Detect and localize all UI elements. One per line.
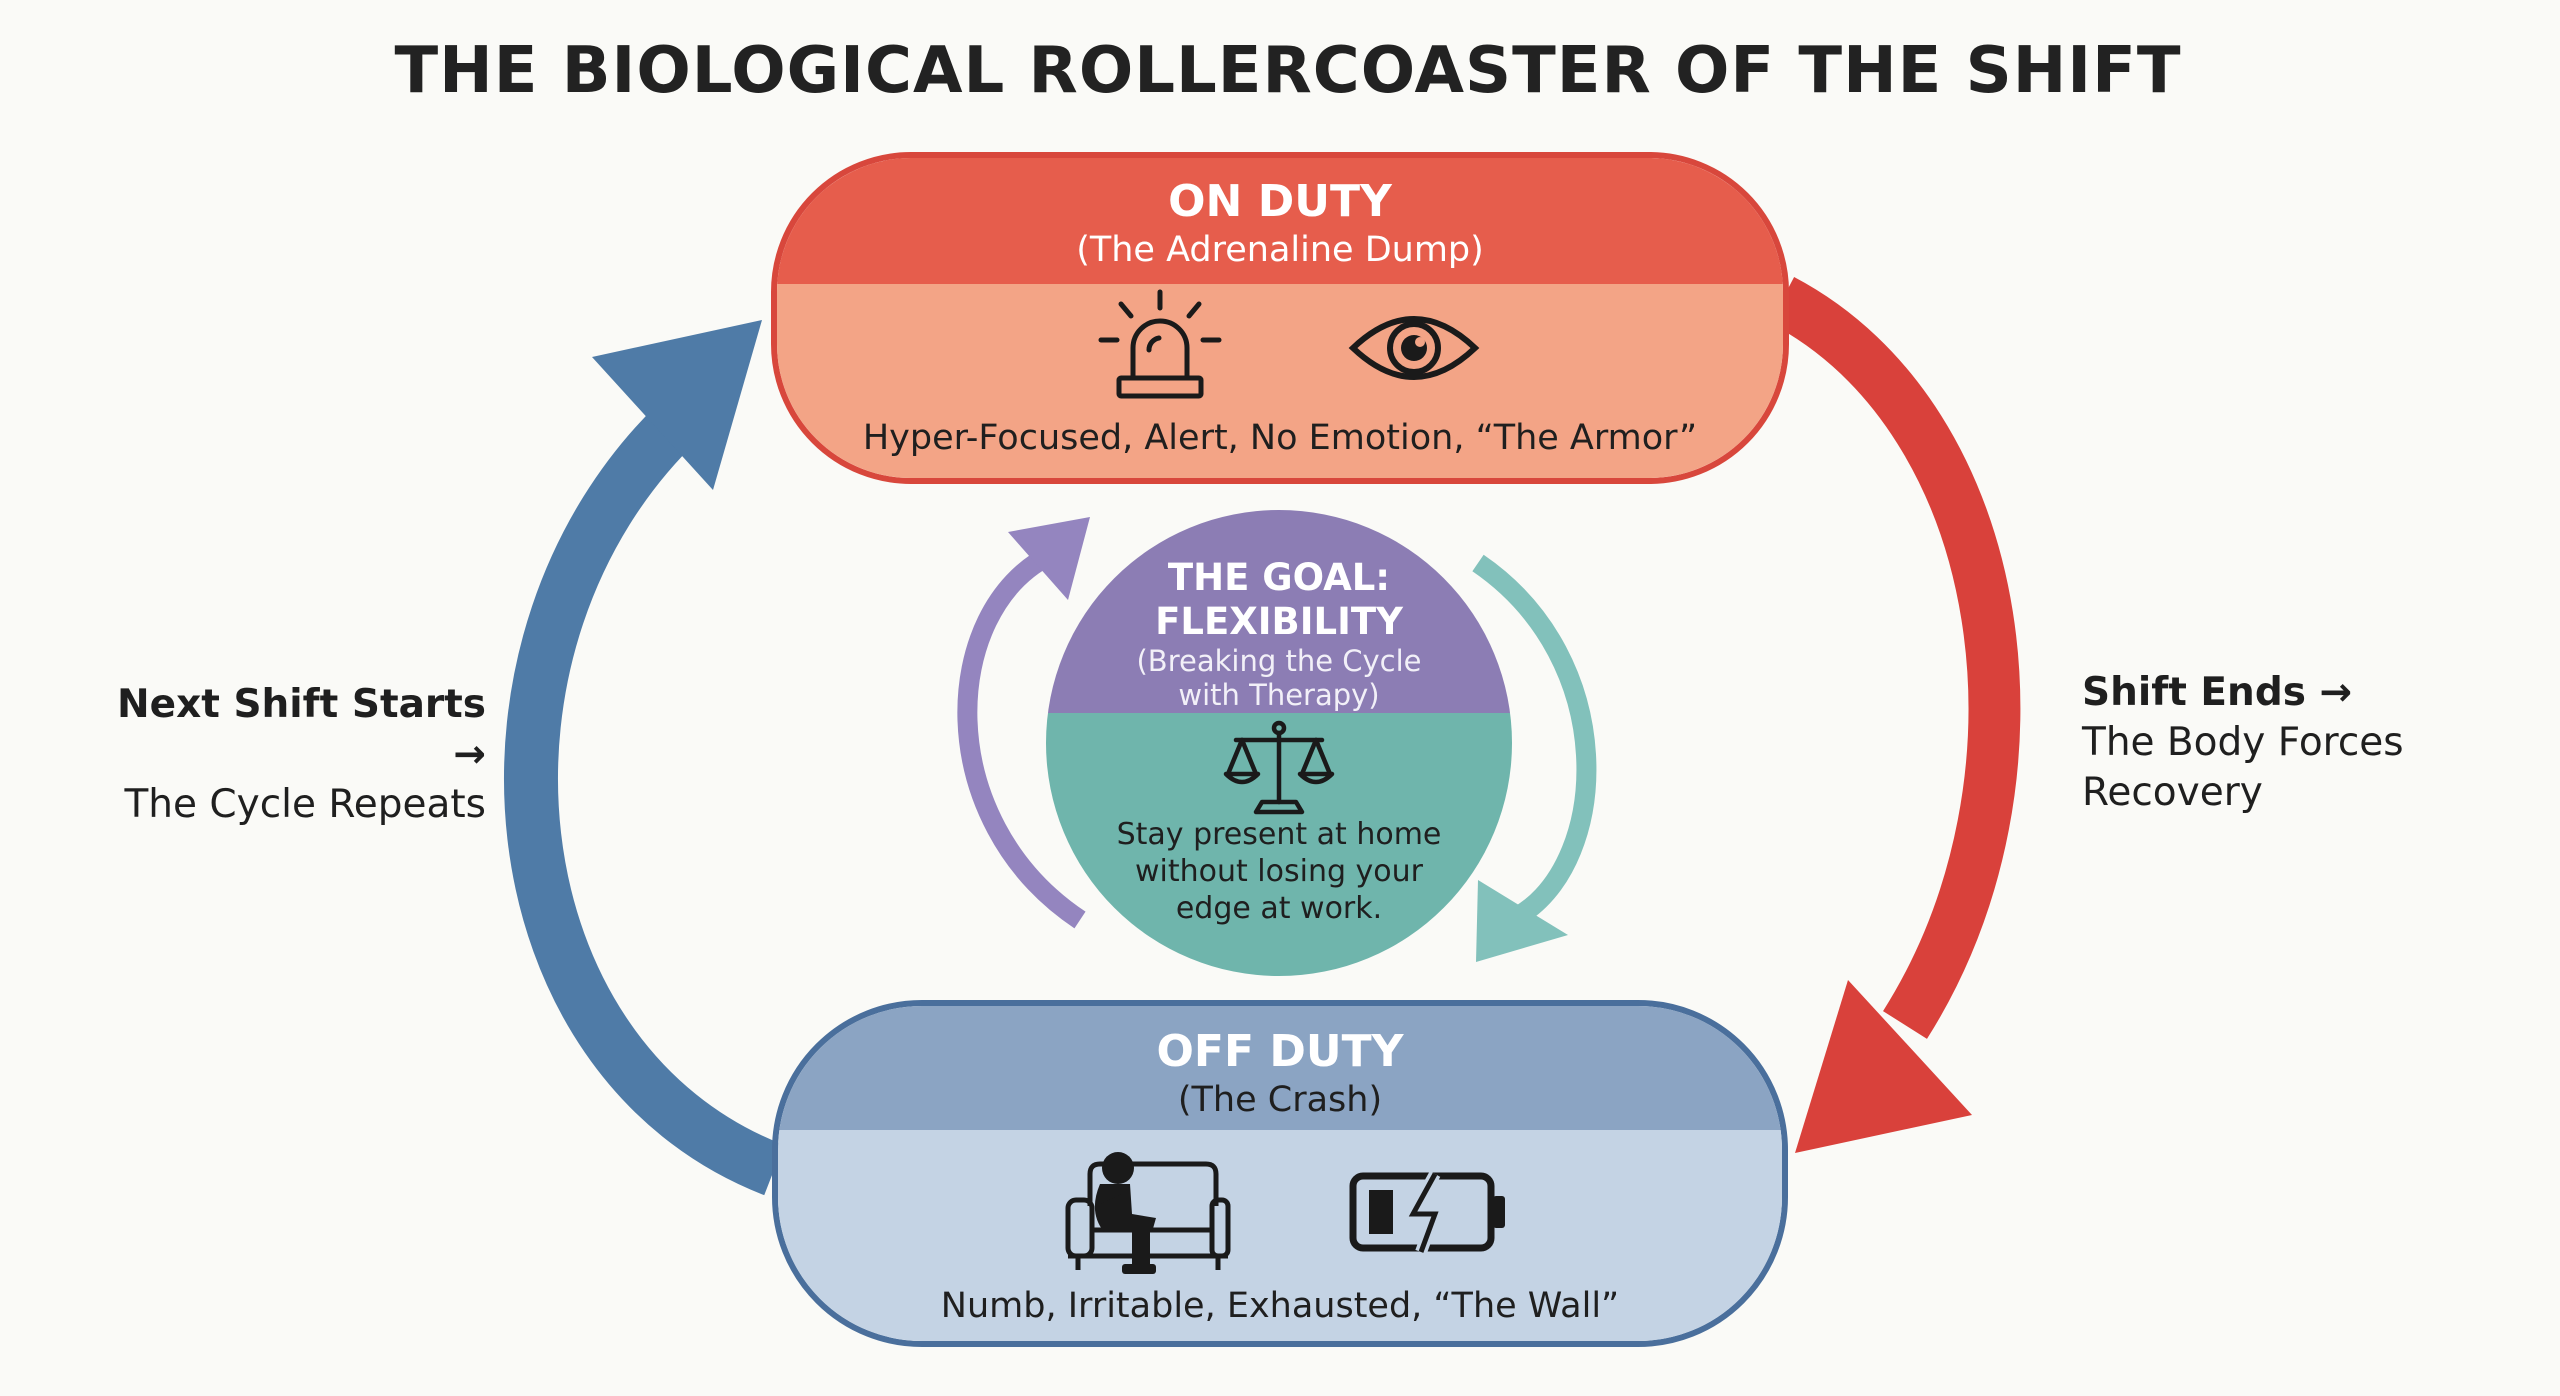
shift-ends-label-line2: The Body Forces [2082, 720, 2404, 765]
eye-icon [1348, 316, 1480, 380]
goal-subtitle-line1: (Breaking the Cycle [1136, 644, 1422, 678]
off-duty-box: OFF DUTY (The Crash) [772, 1000, 1788, 1347]
on-duty-box: ON DUTY (The Adrenaline Dump) Hyper-Focu… [771, 152, 1789, 484]
on-duty-description: Hyper-Focused, Alert, No Emotion, “The A… [862, 418, 1698, 458]
next-shift-label: Next Shift Starts → The Cycle Repeats [96, 680, 486, 830]
shift-ends-arrow [1769, 277, 2021, 1039]
goal-description-line2: without losing your [1134, 854, 1424, 889]
balance-scale-icon [1223, 720, 1335, 815]
off-duty-body [778, 1130, 1782, 1341]
goal-description-line3: edge at work. [1175, 891, 1383, 926]
next-shift-label-line1: Next Shift Starts → [116, 682, 486, 777]
goal-title-line2: FLEXIBILITY [1155, 600, 1403, 643]
next-shift-label-line2: The Cycle Repeats [124, 782, 486, 827]
goal-heading: THE GOAL: FLEXIBILITY (Breaking the Cycl… [1046, 556, 1512, 712]
shift-ends-label-line1: Shift Ends → [2082, 670, 2353, 715]
inner-teal-arrow [1472, 554, 1597, 924]
goal-subtitle-line2: with Therapy) [1178, 678, 1380, 712]
goal-description-line1: Stay present at home [1116, 817, 1442, 852]
next-shift-arrowhead [592, 320, 762, 490]
diagram-title: THE BIOLOGICAL ROLLERCOASTER OF THE SHIF… [394, 34, 2182, 108]
on-duty-title: ON DUTY [1168, 176, 1392, 227]
off-duty-header [778, 1006, 1782, 1130]
on-duty-header [777, 158, 1783, 284]
shift-ends-label: Shift Ends → The Body Forces Recovery [2082, 668, 2462, 818]
low-battery-icon [1349, 1171, 1505, 1255]
inner-purple-arrow [957, 546, 1086, 929]
goal-title-line1: THE GOAL: [1167, 556, 1391, 599]
off-duty-description: Numb, Irritable, Exhausted, “The Wall” [940, 1286, 1620, 1326]
shift-ends-arrowhead [1795, 980, 1972, 1153]
on-duty-body [777, 284, 1783, 478]
person-on-couch-icon [1065, 1152, 1231, 1274]
goal-circle-top [1046, 510, 1512, 713]
on-duty-subtitle: (The Adrenaline Dump) [1076, 230, 1484, 270]
next-shift-arrow [504, 400, 784, 1196]
goal-description: Stay present at home without losing your… [1066, 816, 1492, 927]
off-duty-title: OFF DUTY [1156, 1026, 1404, 1077]
off-duty-subtitle: (The Crash) [1177, 1080, 1383, 1120]
siren-icon [1098, 289, 1222, 399]
shift-ends-label-line3: Recovery [2082, 770, 2263, 815]
